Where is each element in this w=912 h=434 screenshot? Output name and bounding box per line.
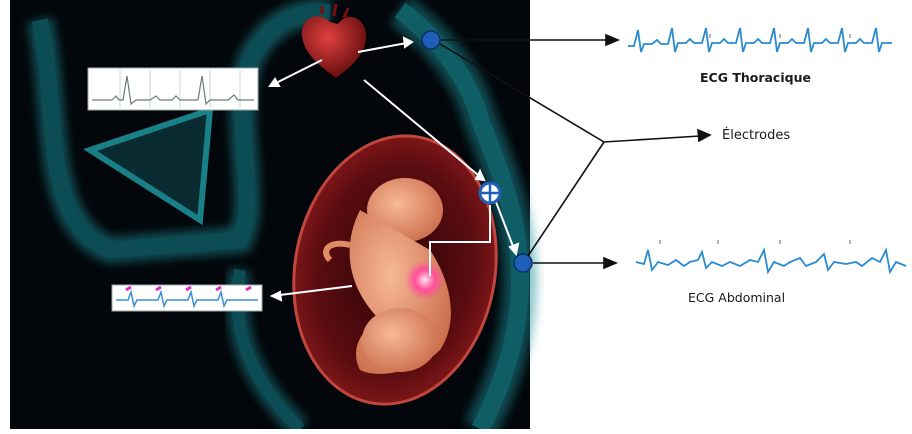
- ecg-thoracic-label: ECG Thoracique: [700, 70, 811, 85]
- electrodes-label: Électrodes: [722, 128, 790, 143]
- fetal-ecg-inset: [112, 285, 262, 311]
- electrode-icon-abdominal: [514, 254, 532, 272]
- fetal-heart: [405, 260, 445, 300]
- abdominal-ecg-trace: [636, 240, 906, 272]
- ecg-abdominal-label: ECG Abdominal: [688, 290, 785, 305]
- thoracic-ecg-inset: [88, 68, 258, 110]
- crosshair-icon: [480, 183, 500, 203]
- thoracic-ecg-trace: [628, 28, 892, 52]
- electrode-icon-thoracic: [422, 31, 440, 49]
